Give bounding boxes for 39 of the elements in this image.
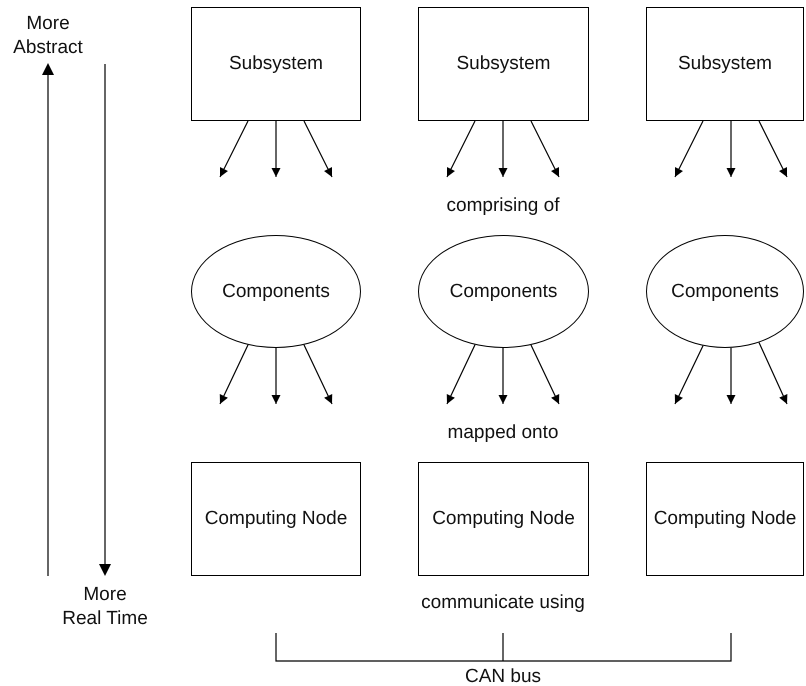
arrow bbox=[726, 348, 736, 404]
arrow bbox=[530, 120, 560, 178]
process-box bbox=[418, 462, 589, 576]
arrow bbox=[758, 120, 788, 178]
process-box bbox=[646, 7, 804, 121]
annotation-text: CAN bus bbox=[464, 665, 542, 686]
node-label: Subsystem bbox=[456, 53, 550, 75]
annotation-text: comprising of bbox=[446, 194, 560, 218]
arrow bbox=[303, 120, 333, 178]
process-box bbox=[418, 7, 589, 121]
process-box bbox=[646, 462, 804, 576]
arrow bbox=[219, 120, 249, 178]
arrow bbox=[674, 346, 704, 404]
process-box bbox=[191, 462, 361, 576]
node-label: Subsystem bbox=[678, 53, 772, 75]
annotation-text: More Real Time bbox=[62, 583, 148, 631]
node-label: Components bbox=[450, 280, 558, 302]
node-label: Computing Node bbox=[204, 508, 348, 530]
arrow bbox=[272, 121, 280, 177]
arrow bbox=[272, 348, 280, 404]
annotation-text: mapped onto bbox=[448, 421, 558, 445]
node-label: Computing Node bbox=[432, 508, 575, 530]
arrow bbox=[758, 342, 788, 404]
arrow bbox=[726, 121, 736, 177]
arrow bbox=[446, 344, 476, 404]
node-label: Components bbox=[222, 280, 330, 302]
annotation-text: communicate using bbox=[421, 591, 585, 615]
annotation-text: More Abstract bbox=[12, 12, 84, 60]
arrow bbox=[530, 344, 560, 404]
node-label: Subsystem bbox=[229, 53, 323, 75]
arrow bbox=[498, 121, 508, 177]
arrow bbox=[498, 348, 508, 404]
arrow bbox=[219, 344, 249, 404]
arrow bbox=[446, 120, 476, 178]
process-box bbox=[191, 7, 361, 121]
node-label: Components bbox=[671, 280, 779, 302]
arrow bbox=[674, 120, 704, 178]
arrow bbox=[303, 344, 333, 404]
node-label: Computing Node bbox=[654, 508, 796, 530]
